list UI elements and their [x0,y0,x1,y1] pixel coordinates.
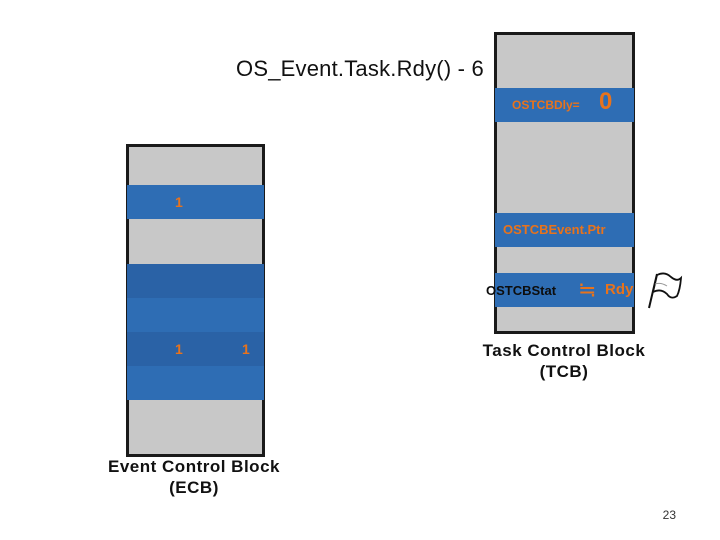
tcb-stat-op: ≒ [578,277,597,302]
tcb-event-ptr-band [495,213,634,247]
tcb-dly-value: 0 [599,88,613,115]
tcb-dly-label: OSTCBDly= [512,98,580,112]
tcb-dly-band [495,88,634,122]
flag-icon [643,270,685,312]
ecb-tbl-band-2 [127,298,264,332]
ecb-caption: Event Control Block (ECB) [108,457,280,497]
ecb-grp-value: 1 [175,194,183,210]
page-number: 23 [662,508,676,522]
ecb-tbl-value-left: 1 [175,341,183,357]
tcb-caption: Task Control Block (TCB) [482,341,646,381]
slide-title: OS_Event.Task.Rdy() - 6 [236,56,484,81]
ecb-tbl-band-4 [127,366,264,400]
ecb-tbl-band-3 [127,332,264,366]
tcb-stat-value: Rdy [605,281,634,298]
ecb-grp-band [127,185,264,219]
tcb-event-ptr-label: OSTCBEvent.Ptr [503,222,606,237]
tcb-stat-band [495,273,634,307]
ecb-tbl-value-right: 1 [242,341,250,357]
ecb-tbl-band-1 [127,264,264,298]
tcb-stat-label: OSTCBStat [486,283,557,298]
